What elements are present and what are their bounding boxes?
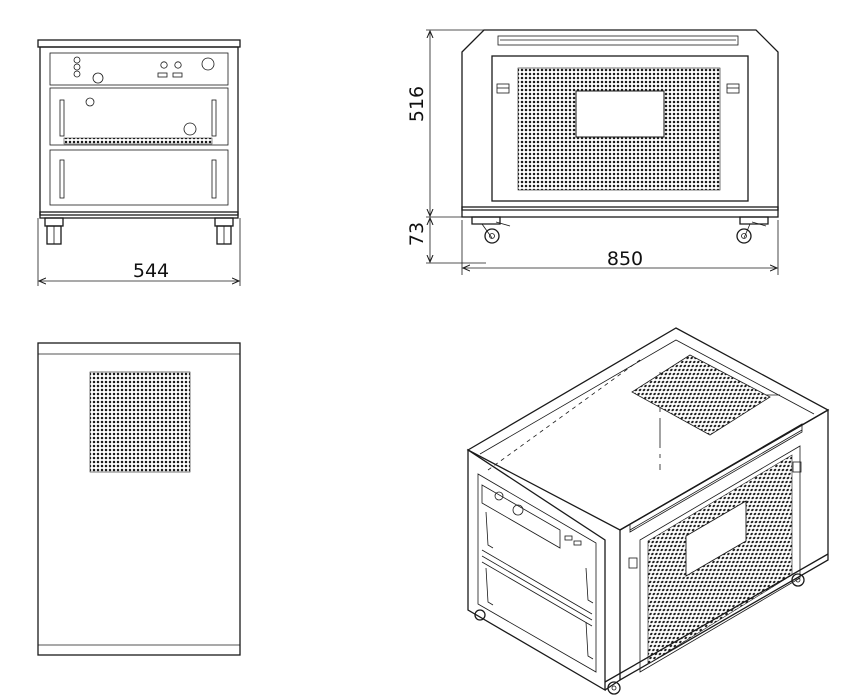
caster-height-label: 73 [406,222,428,246]
top-view [37,342,241,656]
front-view: 544 [37,39,241,286]
body-height-label: 516 [406,86,428,122]
isometric-view [466,327,830,695]
side-width-label: 850 [607,248,643,270]
front-width-label: 544 [133,260,169,282]
side-view: 516 73 850 [406,29,779,275]
